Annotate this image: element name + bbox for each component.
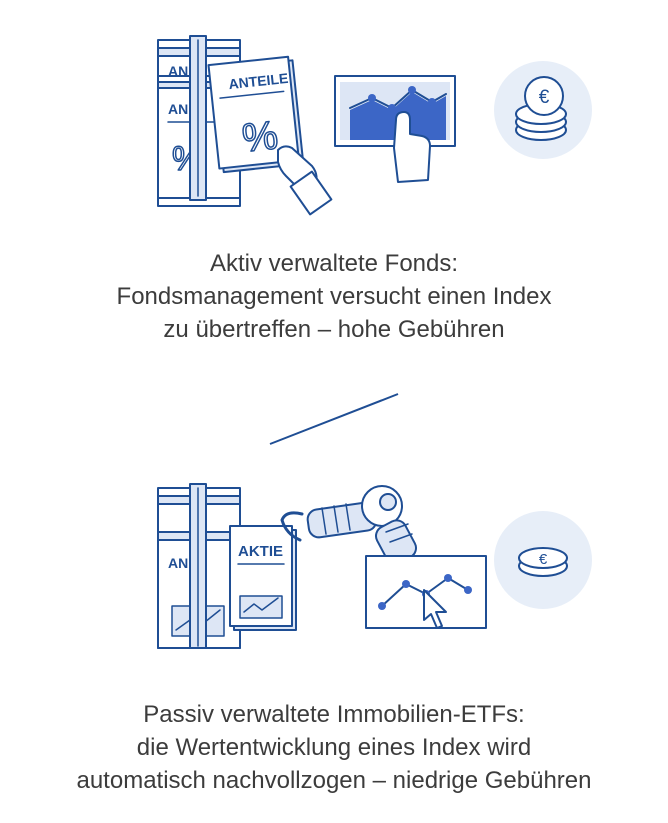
stack-label-2: AN: [168, 101, 188, 117]
doc-label: ANTEILE: [228, 70, 289, 92]
active-funds-illustration: AN AN % ANTEILE %: [157, 35, 592, 216]
percent-document-icon: ANTEILE %: [207, 55, 305, 174]
passive-etf-illustration: AN AKTIE: [157, 483, 592, 649]
robot-arm-icon: [280, 485, 417, 565]
caption-line: Fondsmanagement versucht einen Index: [116, 283, 552, 310]
euro-coin-icon: €: [494, 511, 592, 609]
doc-label-passive: AKTIE: [238, 543, 283, 560]
svg-text:%: %: [240, 113, 280, 160]
stock-document-icon: AKTIE: [229, 525, 297, 631]
euro-coins-icon: €: [494, 61, 592, 159]
caption-line: Passiv verwaltete Immobilien-ETFs:: [143, 701, 525, 728]
rising-chart-icon: [334, 75, 456, 183]
euro-symbol-top: €: [539, 87, 550, 108]
section-divider: [269, 393, 399, 445]
document-stack-icon: AN: [157, 483, 241, 649]
stack-label-passive: AN: [168, 555, 188, 571]
passive-etf-caption: Passiv verwaltete Immobilien-ETFs: die W…: [0, 698, 668, 797]
caption-line: zu übertreffen – hohe Gebühren: [163, 316, 505, 343]
caption-line: automatisch nachvollzogen – niedrige Geb…: [76, 767, 592, 794]
hand-pointing-icon: [277, 145, 333, 216]
caption-line: die Wertentwicklung eines Index wird: [136, 734, 532, 761]
euro-symbol-bottom: €: [539, 551, 548, 568]
cursor-arrow-icon: [423, 589, 447, 629]
active-funds-caption: Aktiv verwaltete Fonds: Fondsmanagement …: [0, 247, 668, 346]
caption-line: Aktiv verwaltete Fonds:: [209, 250, 459, 277]
